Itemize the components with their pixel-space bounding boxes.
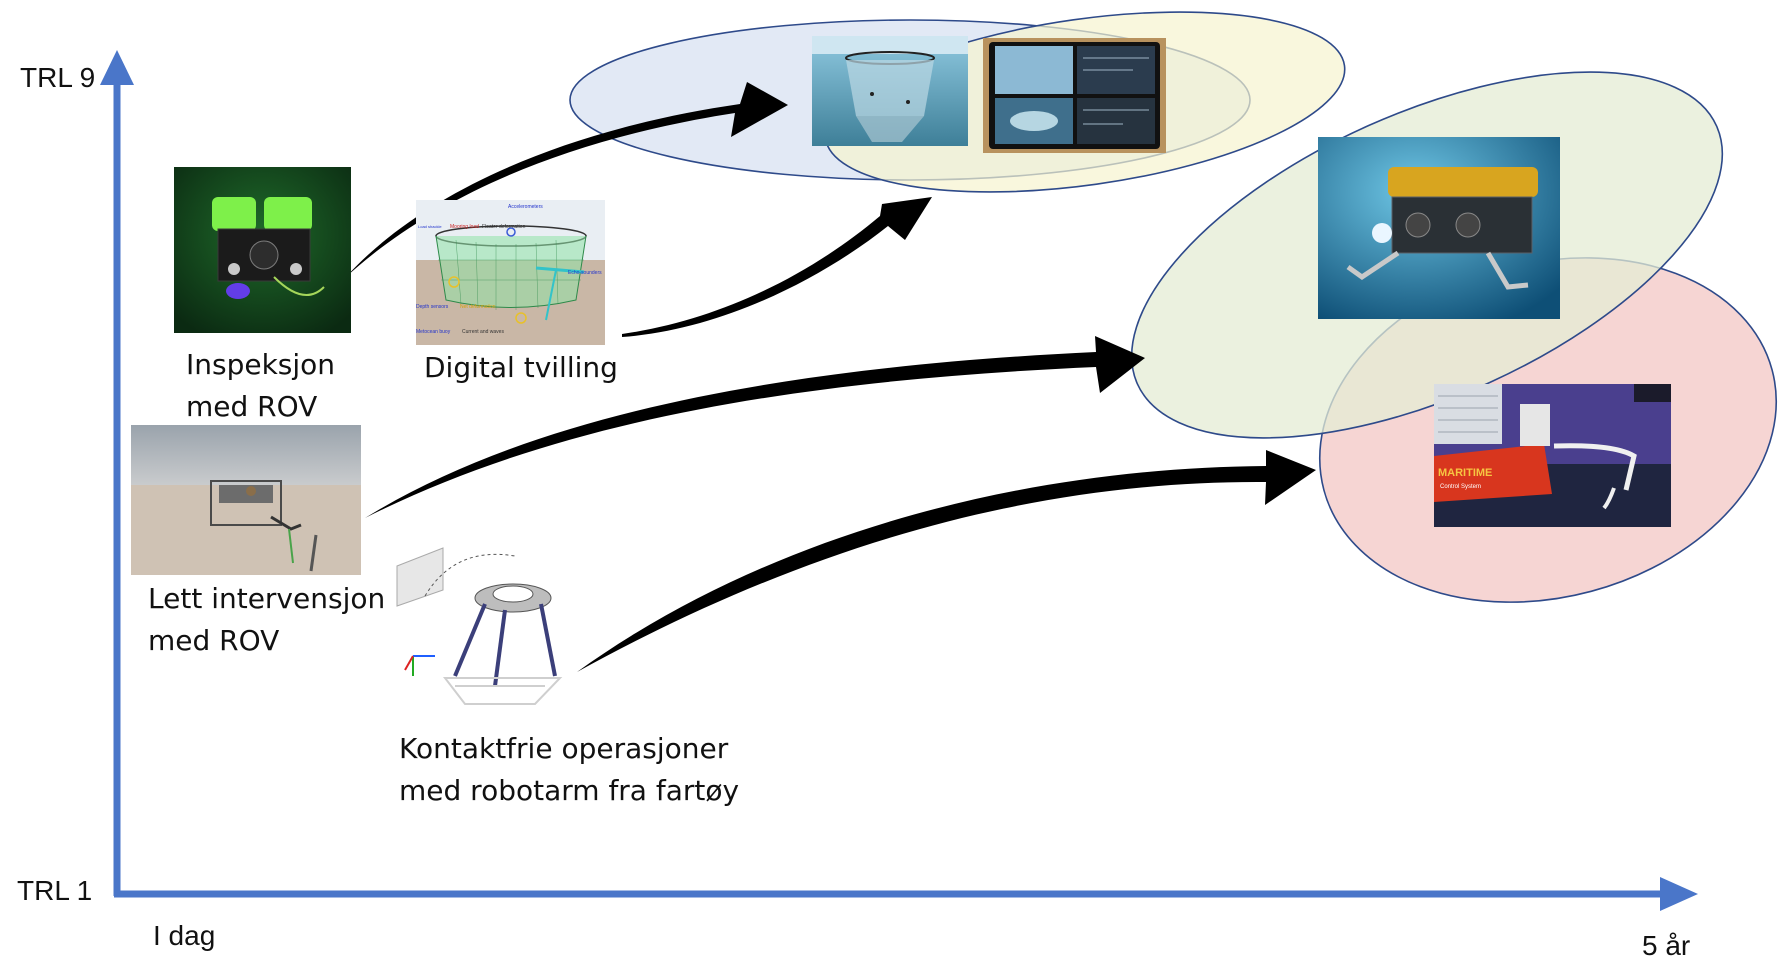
twin-load-shackle: Load shackle [418, 224, 442, 229]
axes [100, 50, 1698, 911]
twin-accelerometers: Accelerometers [508, 204, 543, 210]
label-contactless: Kontaktfrie operasjoner med robotarm fra… [399, 728, 739, 812]
vessel-subtitle: Control System [1440, 484, 1481, 490]
label-contactless-line2: med robotarm fra fartøy [399, 774, 740, 807]
twin-current-waves: Current and waves [462, 329, 504, 335]
label-contactless-line1: Kontaktfrie operasjoner [399, 732, 729, 765]
image-vessel-robot-arm: MARITIME Control System [1434, 384, 1671, 527]
twin-mooring-load: Mooring load [450, 224, 479, 230]
twin-floater-deformation: Floater deformation [482, 224, 526, 230]
image-inspection-rov [174, 167, 351, 333]
label-light-intervention-line2: med ROV [148, 624, 280, 657]
arrow-digital-twin [622, 197, 932, 337]
image-digital-twin: Accelerometers Mooring load Floater defo… [416, 200, 605, 345]
arrow-inspection [346, 82, 788, 277]
twin-net-deformation: Net deformation [460, 304, 496, 310]
label-light-intervention-line1: Lett intervensjon [148, 582, 386, 615]
twin-echo-sounders: Echo-sounders [568, 270, 602, 276]
image-sea-cage [812, 36, 968, 146]
twin-metocean-buoy: Metocean buoy [416, 329, 451, 335]
trl9-label: TRL 9 [20, 62, 96, 93]
label-inspection: Inspeksjon med ROV [186, 344, 335, 428]
arrows [346, 82, 1316, 672]
image-tablet-dashboard [983, 38, 1166, 153]
label-inspection-line2: med ROV [186, 390, 318, 423]
label-inspection-line1: Inspeksjon [186, 348, 336, 381]
label-digital-twin: Digital tvilling [424, 347, 618, 389]
trl1-label: TRL 1 [17, 875, 93, 906]
vessel-brand: MARITIME [1438, 467, 1492, 479]
x-axis-arrowhead [1660, 877, 1698, 911]
arrow-contactless [577, 450, 1316, 672]
today-label: I dag [153, 920, 216, 951]
label-digital-twin-line1: Digital tvilling [424, 351, 618, 384]
five-years-label: 5 år [1642, 930, 1691, 961]
arrow-light-intervention [365, 336, 1145, 518]
image-workclass-rov [1318, 137, 1560, 319]
twin-depth-sensors: Depth sensors [416, 304, 449, 310]
image-robot-arm-platform [395, 546, 565, 708]
image-light-intervention [131, 425, 361, 575]
y-axis-arrowhead [100, 50, 134, 85]
label-light-intervention: Lett intervensjon med ROV [148, 578, 385, 662]
